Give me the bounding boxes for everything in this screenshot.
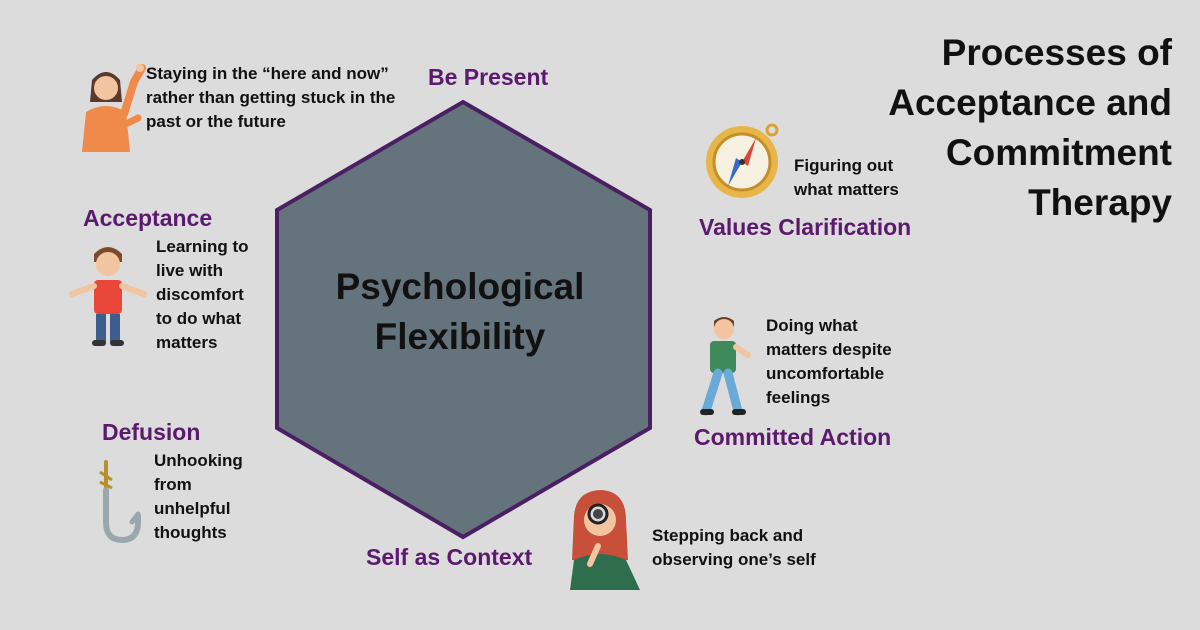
defusion-description: Unhooking from unhelpful thoughts xyxy=(154,449,243,545)
description-line: Figuring out xyxy=(794,156,894,175)
hexagon-shape xyxy=(275,99,652,540)
committed-action-label: Committed Action xyxy=(694,424,892,450)
title-line: Processes of xyxy=(941,32,1172,73)
description-line: matters despite xyxy=(766,340,892,359)
center-line: Flexibility xyxy=(374,316,546,357)
description-line: live with xyxy=(156,261,224,280)
description-line: Learning to xyxy=(156,237,249,256)
description-line: to do what xyxy=(156,309,241,328)
description-line: unhelpful xyxy=(154,499,231,518)
be-present-description: Staying in the “here and now” rather tha… xyxy=(146,62,395,134)
committed-action-description: Doing what matters despite uncomfortable… xyxy=(766,314,892,410)
values-clarification-description: Figuring out what matters xyxy=(794,154,899,202)
description-line: observing one’s self xyxy=(652,550,816,569)
values-clarification-label: Values Clarification xyxy=(699,214,912,240)
description-line: matters xyxy=(156,333,218,352)
description-line: Doing what xyxy=(766,316,858,335)
center-label: Psychological Flexibility xyxy=(300,262,620,362)
woman-waving-icon xyxy=(82,64,146,152)
fish-hook-icon xyxy=(99,460,141,544)
boy-arms-out-icon xyxy=(69,247,147,346)
acceptance-label: Acceptance xyxy=(83,205,213,231)
description-line: Staying in the “here and now” xyxy=(146,64,389,83)
description-line: Stepping back and xyxy=(652,526,804,545)
acceptance-description: Learning to live with discomfort to do w… xyxy=(156,235,249,355)
compass-icon xyxy=(706,123,779,198)
self-as-context-label: Self as Context xyxy=(366,544,533,570)
description-line: what matters xyxy=(794,180,899,199)
description-line: from xyxy=(154,475,192,494)
center-line: Psychological xyxy=(335,266,585,307)
title-line: Commitment xyxy=(945,132,1172,173)
title-line: Acceptance and xyxy=(888,82,1172,123)
defusion-label: Defusion xyxy=(102,419,201,445)
description-line: past or the future xyxy=(146,112,286,131)
description-line: Unhooking xyxy=(154,451,243,470)
description-line: uncomfortable xyxy=(766,364,885,383)
description-line: thoughts xyxy=(154,523,227,542)
description-line: discomfort xyxy=(156,285,244,304)
description-line: feelings xyxy=(766,388,831,407)
diagram-title: Processes of Acceptance and Commitment T… xyxy=(832,28,1172,228)
walking-boy-icon xyxy=(700,317,751,416)
woman-magnifier-icon xyxy=(570,490,640,590)
self-as-context-description: Stepping back and observing one’s self xyxy=(652,524,816,572)
be-present-label: Be Present xyxy=(428,64,549,90)
title-line: Therapy xyxy=(1028,182,1172,223)
description-line: rather than getting stuck in the xyxy=(146,88,396,107)
